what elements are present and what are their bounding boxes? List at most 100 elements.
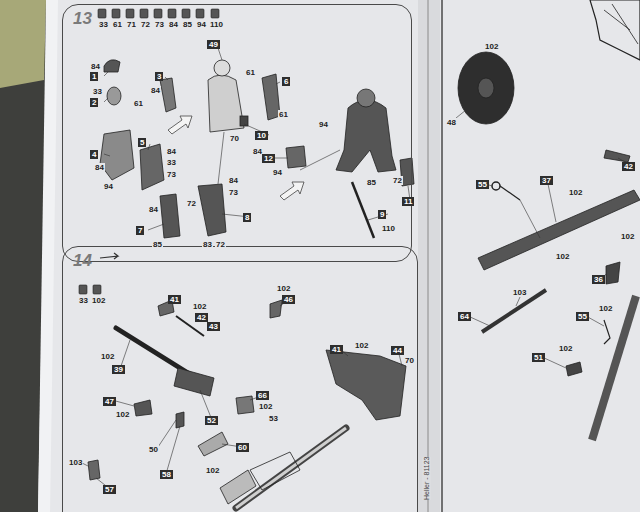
step-panel: 14 [62, 246, 418, 512]
color-number: 33 [92, 87, 103, 96]
part-number: 10 [255, 131, 268, 140]
part-number: 12 [262, 154, 275, 163]
part-number: 2 [90, 98, 98, 107]
color-number: 53 [268, 414, 279, 423]
color-number: 94 [196, 20, 207, 29]
color-number: 85 [152, 240, 163, 249]
part-number: 36 [592, 275, 605, 284]
part-number: 64 [458, 312, 471, 321]
color-number: 102 [558, 344, 573, 353]
part-number: 4 [90, 150, 98, 159]
color-number: 48 [446, 118, 457, 127]
fold-line [428, 0, 429, 512]
leader-line [80, 299, 402, 489]
part-number: 58 [160, 470, 173, 479]
color-number: 103 [68, 458, 83, 467]
step-number: 13 [73, 10, 92, 28]
color-number: 94 [272, 168, 283, 177]
color-number: 102 [555, 252, 570, 261]
color-number: 84 [150, 86, 161, 95]
part-number: 8 [243, 213, 251, 222]
part-number: 5 [138, 138, 146, 147]
color-number: 72 [215, 240, 226, 249]
gun-parts [88, 300, 406, 508]
color-number: 102 [258, 402, 273, 411]
spine-text: Heller - 81123 [422, 457, 431, 500]
color-number: 85 [366, 178, 377, 187]
color-number: 102 [568, 188, 583, 197]
part-number: 66 [256, 391, 269, 400]
color-number: 84 [168, 20, 179, 29]
paint-chips [79, 9, 219, 294]
color-number: 70 [229, 134, 240, 143]
part-number: 37 [540, 176, 553, 185]
part-number: 49 [207, 40, 220, 49]
color-number: 102 [598, 304, 613, 313]
color-number: 72 [140, 20, 151, 29]
leader-line [104, 48, 410, 230]
color-number: 72 [186, 199, 197, 208]
color-number: 83 [202, 240, 213, 249]
part-number: 41 [168, 295, 181, 304]
color-number: 102 [115, 410, 130, 419]
part-number: 6 [282, 77, 290, 86]
color-number: 73 [166, 170, 177, 179]
color-number: 102 [484, 42, 499, 51]
part-number: 51 [532, 353, 545, 362]
color-number: 50 [148, 445, 159, 454]
color-number: 61 [112, 20, 123, 29]
part-number: 1 [90, 72, 98, 81]
figure-parts [100, 60, 414, 238]
color-number: 102 [276, 284, 291, 293]
part-number: 55 [476, 180, 489, 189]
color-number: 102 [192, 302, 207, 311]
color-number: 102 [354, 341, 369, 350]
color-number: 72 [392, 176, 403, 185]
part-number: 42 [622, 162, 635, 171]
color-number: 71 [126, 20, 137, 29]
color-number: 102 [100, 352, 115, 361]
hollow-arrow [168, 116, 304, 200]
part-number: 46 [282, 295, 295, 304]
part-number: 43 [207, 322, 220, 331]
part-number: 11 [402, 197, 414, 206]
color-number: 61 [133, 99, 144, 108]
color-number: 73 [154, 20, 165, 29]
color-number: 84 [166, 147, 177, 156]
color-number: 85 [182, 20, 193, 29]
step-panel: 13 [62, 4, 412, 262]
color-number: 102 [620, 232, 635, 241]
part-number: 3 [155, 72, 163, 81]
page-edge [38, 0, 58, 512]
color-number: 33 [166, 158, 177, 167]
color-number: 84 [148, 205, 159, 214]
part-number: 7 [136, 226, 144, 235]
part-number: 52 [205, 416, 218, 425]
color-number: 94 [103, 182, 114, 191]
color-number: 33 [98, 20, 109, 29]
color-number: 94 [318, 120, 329, 129]
part-number: 39 [112, 365, 125, 374]
color-number: 110 [209, 20, 224, 29]
panel-border [441, 0, 443, 512]
part-number: 42 [195, 313, 208, 322]
arrow-icon [100, 253, 118, 259]
part-number: 9 [378, 210, 386, 219]
color-number: 70 [404, 356, 415, 365]
leader-line [456, 110, 632, 368]
step-number: 14 [73, 252, 92, 270]
color-number: 84 [228, 176, 239, 185]
color-number: 103 [512, 288, 527, 297]
part-number: 55 [576, 312, 589, 321]
color-number: 84 [90, 62, 101, 71]
color-number: 110 [381, 224, 396, 233]
page-fold [418, 0, 440, 512]
color-number: 61 [278, 110, 289, 119]
part-number: 44 [391, 346, 404, 355]
color-number: 61 [245, 68, 256, 77]
part-number: 41 [330, 345, 343, 354]
desk-object [0, 0, 46, 88]
part-number: 57 [103, 485, 116, 494]
color-number: 102 [205, 466, 220, 475]
color-number: 84 [94, 163, 105, 172]
